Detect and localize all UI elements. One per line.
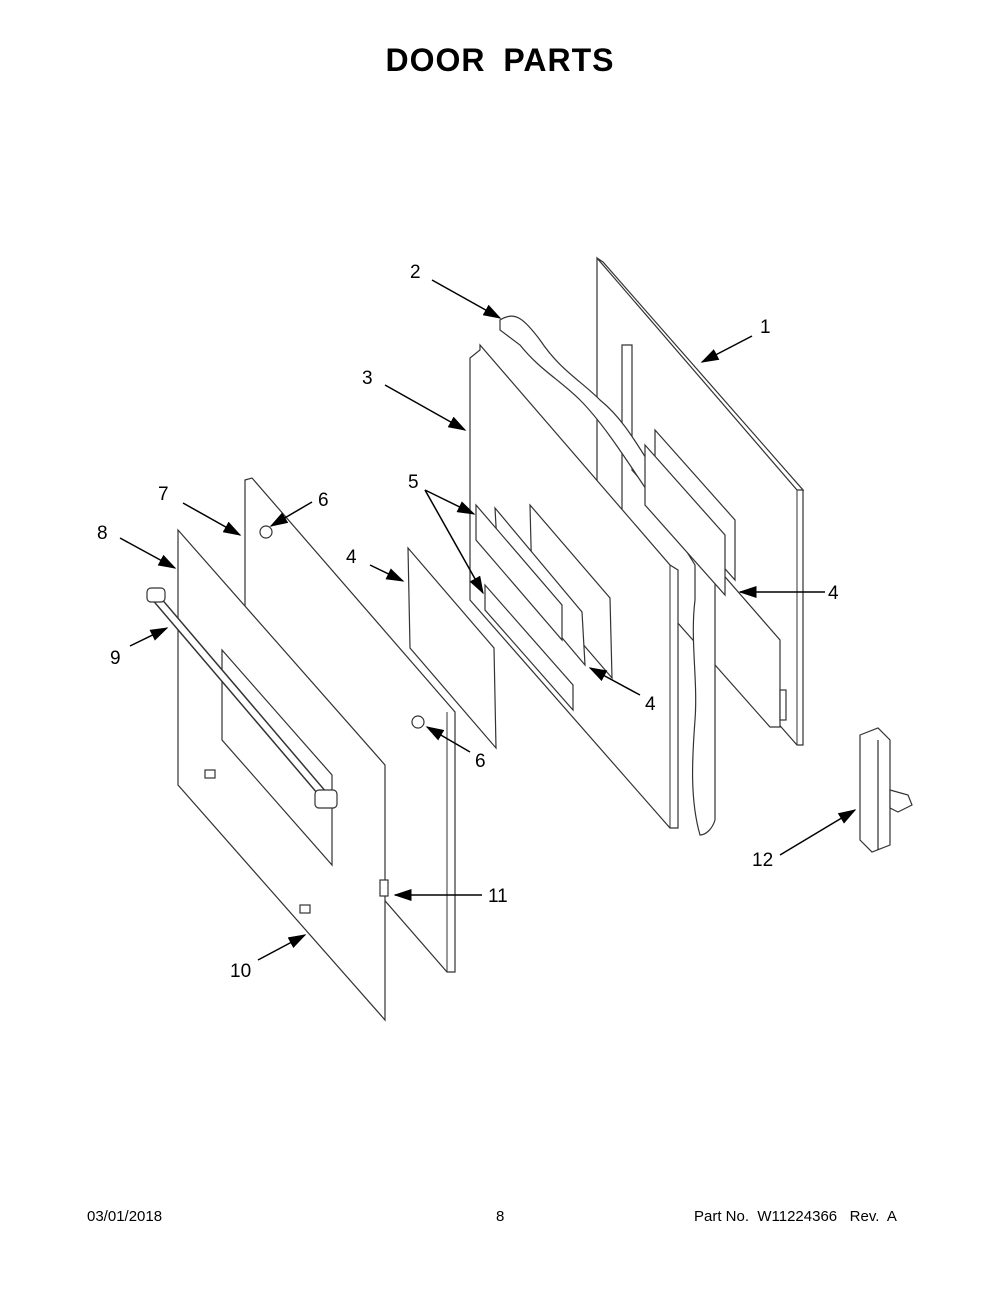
callout-9: 9 xyxy=(110,648,121,669)
footer-date: 03/01/2018 xyxy=(87,1208,163,1225)
callout-6-lower: 6 xyxy=(475,751,486,772)
callout-5: 5 xyxy=(408,472,419,493)
callout-4-right: 4 xyxy=(828,583,839,604)
callout-8: 8 xyxy=(97,523,108,544)
callout-11: 11 xyxy=(488,886,508,907)
callout-4-middle: 4 xyxy=(645,694,656,715)
footer-part-number: Part No. W11224366 Rev. A xyxy=(694,1208,897,1225)
part-6-bumper-lower xyxy=(411,715,425,729)
callout-4-left: 4 xyxy=(346,547,357,568)
part-12-hinge xyxy=(859,727,913,853)
part-5-glass-bracket xyxy=(475,503,574,712)
callout-3: 3 xyxy=(362,368,373,389)
part-2-insulation xyxy=(499,315,716,836)
callout-10: 10 xyxy=(230,961,251,982)
callout-7: 7 xyxy=(158,484,169,505)
part-9-handle xyxy=(146,587,338,809)
part-4-glass-right xyxy=(644,428,736,597)
callout-arrows xyxy=(119,279,857,961)
footer-page-number: 8 xyxy=(496,1208,505,1225)
part-6-bumper xyxy=(259,525,273,539)
callout-2: 2 xyxy=(410,262,421,283)
callout-1: 1 xyxy=(760,317,771,338)
callout-6-upper: 6 xyxy=(318,490,329,511)
page-title: DOOR PARTS xyxy=(385,42,615,78)
callout-12: 12 xyxy=(752,850,773,871)
part-4-glass-left xyxy=(407,546,497,750)
